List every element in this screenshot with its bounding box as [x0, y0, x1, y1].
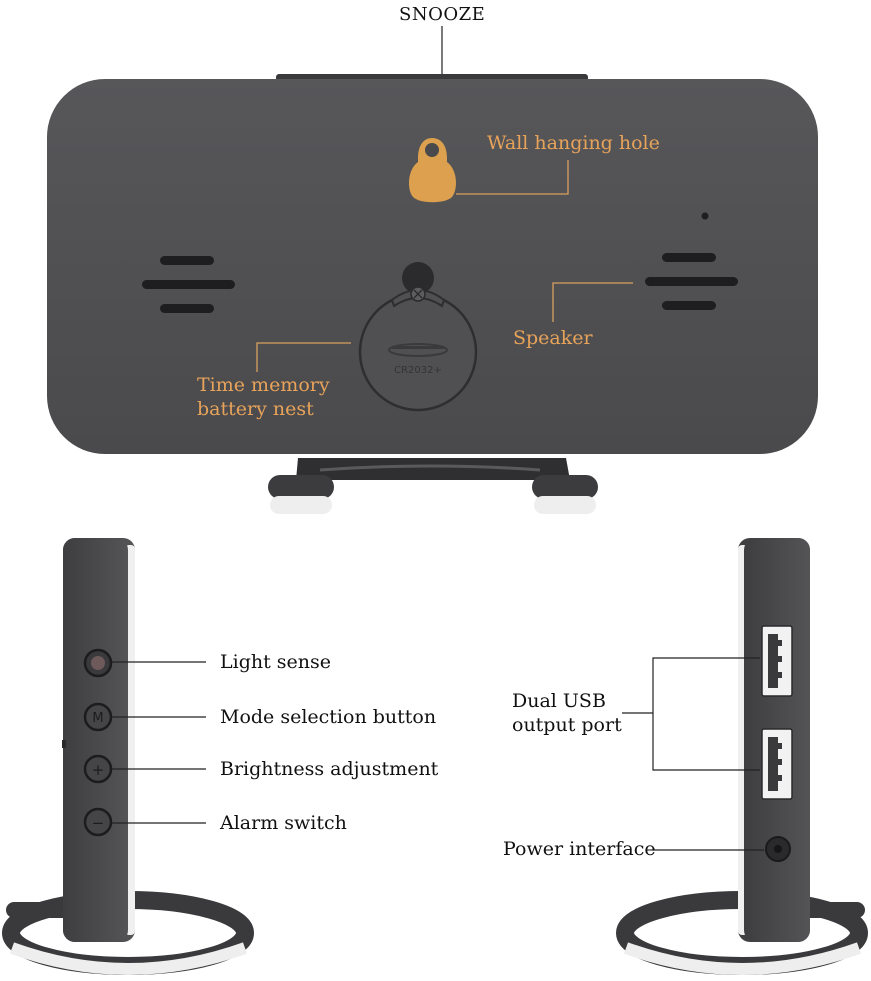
mode-button-symbol: M — [92, 711, 103, 726]
brightness-button — [83, 754, 113, 784]
usb-leader — [652, 657, 760, 771]
right-speaker-grille — [645, 253, 738, 310]
battery-cap-text: CR2032+ — [394, 365, 442, 376]
wall-hole-label: Wall hanging hole — [487, 132, 660, 154]
brightness-button-symbol: + — [92, 761, 105, 779]
brightness-label: Brightness adjustment — [220, 758, 439, 780]
right-side-view — [616, 538, 868, 975]
usb-port-2 — [761, 728, 793, 800]
battery-cover — [358, 262, 478, 412]
alarm-switch — [83, 807, 113, 837]
battery-label-line1: Time memory — [197, 374, 330, 396]
power-jack — [765, 836, 791, 862]
back-stand — [268, 458, 598, 514]
microphone-hole — [701, 212, 709, 220]
usb-port-1 — [761, 625, 793, 697]
clock-back-body — [47, 79, 818, 454]
usb-label-line2: output port — [512, 714, 622, 736]
battery-leader — [256, 342, 351, 372]
left-side-view — [2, 538, 254, 975]
speaker-leader — [552, 282, 633, 322]
snooze-label: SNOOZE — [399, 4, 486, 25]
wall-hanging-hole — [408, 138, 457, 203]
left-speaker-grille — [142, 256, 235, 313]
battery-label-line2: battery nest — [197, 398, 314, 420]
alarm-switch-symbol: − — [92, 814, 105, 832]
mode-button — [83, 702, 113, 732]
alarm-switch-label: Alarm switch — [220, 812, 347, 834]
light-sense-label: Light sense — [220, 651, 331, 673]
power-interface-label: Power interface — [503, 838, 656, 860]
light-sensor — [83, 648, 113, 678]
usb-label-line1: Dual USB — [512, 690, 606, 712]
mode-selection-label: Mode selection button — [220, 706, 437, 728]
speaker-label: Speaker — [513, 327, 593, 349]
wall-hole-leader — [456, 160, 569, 195]
wall-hanging-hole-top — [425, 143, 439, 157]
